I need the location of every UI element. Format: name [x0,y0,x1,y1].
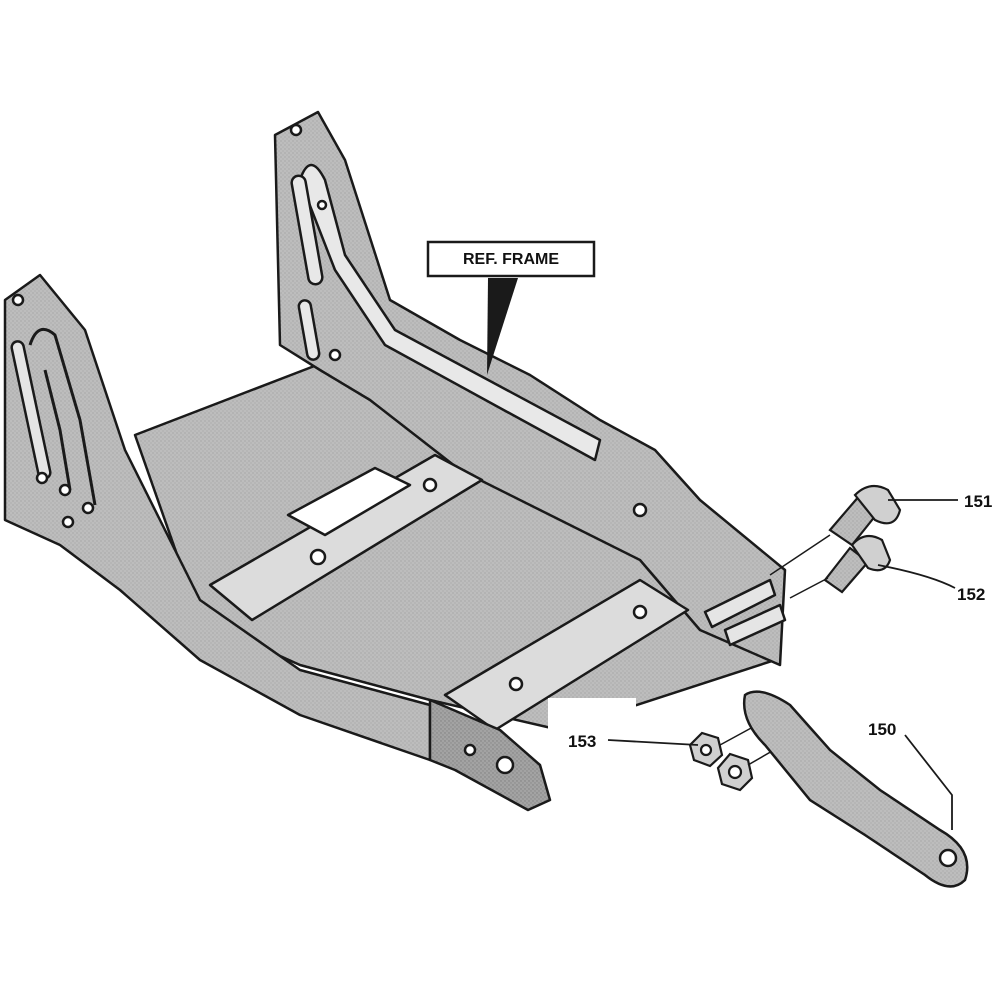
leader-153 [607,739,699,746]
callout-mask [548,698,636,758]
left-wall-slot [28,327,97,506]
link-bar-150 [742,690,969,888]
mount-pin-upper [703,578,777,629]
right-short-slot [297,299,321,361]
ref-frame-callout: REF. FRAME [426,240,596,375]
callout-153: 153 [568,732,596,751]
bolt-152 [789,534,892,599]
leader-150 [904,734,953,830]
mount-pin-lower [723,603,787,647]
callout-152: 152 [957,585,985,604]
callout-150: 150 [868,720,896,739]
ref-frame-pointer [487,278,518,375]
nuts-153 [688,714,801,792]
ref-frame-label: REF. FRAME [463,251,559,268]
cross-plate-slot [286,466,412,537]
leader-152 [877,564,956,589]
lower-cross-plate [443,578,690,732]
front-bracket [428,698,552,812]
mounting-frame [3,110,787,812]
callout-151: 151 [964,492,992,511]
leader-lines [607,499,958,830]
hole [11,293,25,307]
bolt-151 [769,484,902,576]
frame-right-wall [273,110,787,667]
right-upper-slot [290,174,324,286]
right-wall-slot [298,163,602,462]
